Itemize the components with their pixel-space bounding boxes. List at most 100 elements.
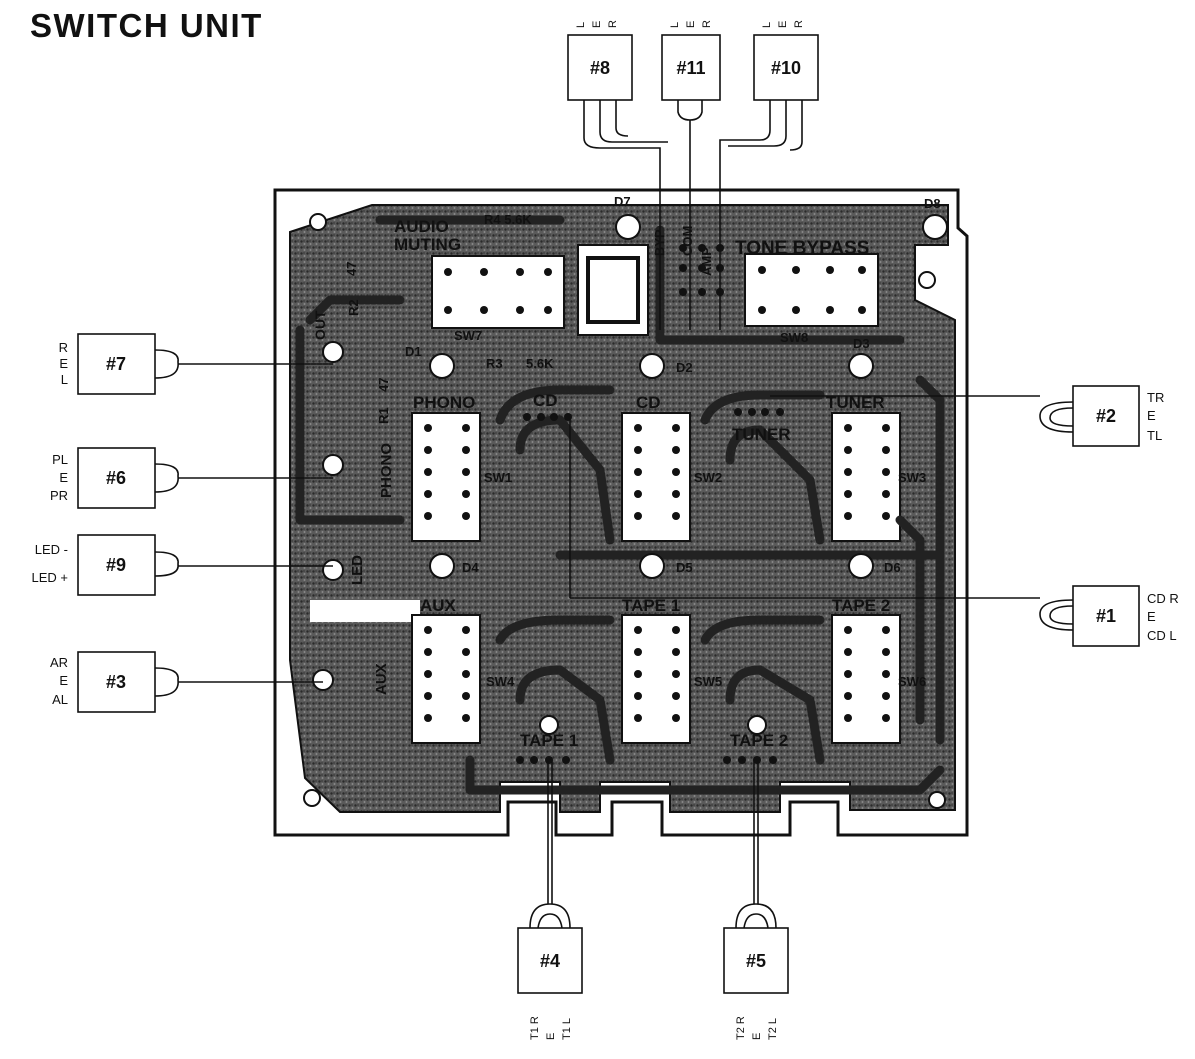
sw1-label: SW1 bbox=[484, 470, 512, 485]
connector-10-pin-1: L bbox=[761, 22, 773, 28]
connector-5-label: #5 bbox=[746, 951, 766, 971]
connector-2: #2 TR E TL bbox=[1072, 385, 1164, 447]
out-label: OUT bbox=[312, 310, 328, 340]
connector-7-pin-1: R bbox=[59, 340, 68, 355]
connector-10-pin-3: R bbox=[793, 20, 805, 28]
connector-7-label: #7 bbox=[106, 354, 126, 374]
aux-input-label: AUX bbox=[373, 663, 390, 695]
connector-4-pin-2: E bbox=[545, 1033, 557, 1040]
connector-8-pin-3: R bbox=[607, 20, 619, 28]
phono-switch-label: PHONO bbox=[413, 393, 475, 412]
r3-label: R3 bbox=[486, 356, 503, 371]
connector-6-pin-1: PL bbox=[52, 452, 68, 467]
d2-label: D2 bbox=[676, 360, 693, 375]
connector-3: #3 AR E AL bbox=[50, 651, 156, 713]
r2-label: R2 bbox=[346, 299, 361, 316]
connector-2-pin-1: TR bbox=[1147, 390, 1164, 405]
r1-value-label: 47 bbox=[376, 378, 391, 392]
connector-9-pin-2: LED + bbox=[32, 570, 69, 585]
sw5-label: SW5 bbox=[694, 674, 722, 689]
connector-7: #7 R E L bbox=[59, 333, 156, 395]
connector-11-label: #11 bbox=[676, 58, 705, 78]
connector-9: #9 LED - LED + bbox=[32, 534, 156, 596]
connector-8: #8 L E R bbox=[567, 20, 633, 101]
connector-5: #5 T2 R E T2 L bbox=[723, 927, 789, 1040]
sw4-label: SW4 bbox=[486, 674, 515, 689]
r4-label: R4 5.6K bbox=[484, 212, 532, 227]
connector-4-pin-1: T1 R bbox=[529, 1016, 541, 1040]
wiring bbox=[154, 100, 1074, 929]
sw8-label: SW8 bbox=[780, 330, 808, 345]
d7-label: D7 bbox=[614, 194, 631, 209]
connector-11-pin-2: E bbox=[685, 21, 697, 28]
phono-input-label: PHONO bbox=[378, 443, 395, 498]
connector-4-label: #4 bbox=[540, 951, 560, 971]
connector-11-pin-3: R bbox=[701, 20, 713, 28]
connector-10: #10 L E R bbox=[753, 20, 819, 101]
tape1-jack-label: TAPE 1 bbox=[520, 731, 578, 750]
d6-label: D6 bbox=[884, 560, 901, 575]
connector-3-label: #3 bbox=[106, 672, 126, 692]
cd-input-label: CD bbox=[533, 391, 558, 410]
connector-6-pin-2: E bbox=[59, 470, 68, 485]
connector-11: #11 L E R bbox=[661, 20, 721, 101]
d5-label: D5 bbox=[676, 560, 693, 575]
sw2-label: SW2 bbox=[694, 470, 722, 485]
connector-10-pin-2: E bbox=[777, 21, 789, 28]
r1-label: R1 bbox=[376, 407, 391, 424]
connector-1-label: #1 bbox=[1096, 606, 1116, 626]
tape1-switch-label: TAPE 1 bbox=[622, 596, 680, 615]
diagram-title: SWITCH UNIT bbox=[30, 7, 263, 44]
connector-6: #6 PL E PR bbox=[50, 447, 156, 509]
led-input-label: LED bbox=[349, 555, 366, 585]
connector-2-pin-2: E bbox=[1147, 408, 1156, 423]
connector-7-pin-3: L bbox=[61, 372, 68, 387]
d1-label: D1 bbox=[405, 344, 422, 359]
connector-1: #1 CD R E CD L bbox=[1072, 585, 1179, 647]
amp-label: AMP bbox=[699, 247, 714, 276]
r2-value-label: 47 bbox=[344, 262, 359, 276]
tape2-jack-label: TAPE 2 bbox=[730, 731, 788, 750]
connector-5-pin-1: T2 R bbox=[735, 1016, 747, 1040]
connector-9-pin-1: LED - bbox=[35, 542, 68, 557]
aux-switch-label: AUX bbox=[420, 596, 457, 615]
connector-4-pin-3: T1 L bbox=[561, 1018, 573, 1040]
audio-muting-label-1: AUDIO bbox=[394, 217, 449, 236]
sw6-label: SW6 bbox=[898, 674, 926, 689]
audio-muting-label-2: MUTING bbox=[394, 235, 461, 254]
connector-1-pin-2: E bbox=[1147, 609, 1156, 624]
connector-5-pin-3: T2 L bbox=[767, 1018, 779, 1040]
tape2-switch-label: TAPE 2 bbox=[832, 596, 890, 615]
d3-label: D3 bbox=[853, 336, 870, 351]
connector-5-pin-2: E bbox=[751, 1033, 763, 1040]
connector-7-pin-2: E bbox=[59, 356, 68, 371]
r3-value-label: 5.6K bbox=[526, 356, 554, 371]
sw3-label: SW3 bbox=[898, 470, 926, 485]
connector-6-pin-3: PR bbox=[50, 488, 68, 503]
com-label: COM bbox=[680, 226, 695, 256]
d4-label: D4 bbox=[462, 560, 479, 575]
tone-bypass-label: TONE BYPASS bbox=[735, 238, 869, 259]
pcb-board: AUDIO MUTING TONE BYPASS PHONO CD CD TUN… bbox=[273, 188, 969, 837]
connector-10-label: #10 bbox=[771, 58, 801, 78]
connector-1-pin-3: CD L bbox=[1147, 628, 1177, 643]
connector-3-pin-2: E bbox=[59, 673, 68, 688]
connector-9-label: #9 bbox=[106, 555, 126, 575]
connector-8-pin-1: L bbox=[575, 22, 587, 28]
tuner-input-label: TUNER bbox=[732, 425, 791, 444]
cd-switch-label: CD bbox=[636, 393, 661, 412]
connector-2-pin-3: TL bbox=[1147, 428, 1162, 443]
connector-6-label: #6 bbox=[106, 468, 126, 488]
d8-label: D8 bbox=[924, 196, 941, 211]
connector-2-label: #2 bbox=[1096, 406, 1116, 426]
connector-3-pin-1: AR bbox=[50, 655, 68, 670]
connector-1-pin-1: CD R bbox=[1147, 591, 1179, 606]
connector-8-label: #8 bbox=[590, 58, 610, 78]
sw7-label: SW7 bbox=[454, 328, 482, 343]
tuner-switch-label: TUNER bbox=[826, 393, 885, 412]
connector-11-pin-1: L bbox=[669, 22, 681, 28]
connector-4: #4 T1 R E T1 L bbox=[517, 927, 583, 1040]
connector-3-pin-3: AL bbox=[52, 692, 68, 707]
connector-8-pin-2: E bbox=[591, 21, 603, 28]
